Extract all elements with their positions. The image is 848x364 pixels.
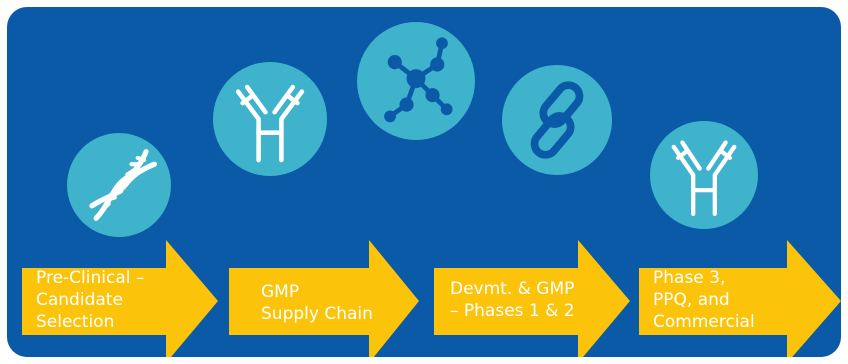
chain-link-icon (502, 65, 612, 175)
process-diagram-panel: Pre-Clinical – Candidate Selection GMP S… (7, 7, 841, 357)
step-arrow-3: Devmt. & GMP – Phases 1 & 2 (434, 240, 630, 357)
antibody-icon (213, 62, 327, 176)
step-arrow-1: Pre-Clinical – Candidate Selection (22, 240, 218, 357)
step-label: Pre-Clinical – Candidate Selection (36, 268, 145, 332)
step-label: Devmt. & GMP – Phases 1 & 2 (450, 279, 575, 321)
step-label: GMP Supply Chain (261, 282, 373, 324)
step-arrow-4: Phase 3, PPQ, and Commercial (639, 240, 841, 357)
step-arrow-2: GMP Supply Chain (229, 240, 419, 357)
step-label: Phase 3, PPQ, and Commercial (653, 268, 755, 332)
molecule-icon (357, 22, 475, 140)
dna-helix-icon (67, 133, 171, 237)
antibody-icon (650, 121, 758, 229)
